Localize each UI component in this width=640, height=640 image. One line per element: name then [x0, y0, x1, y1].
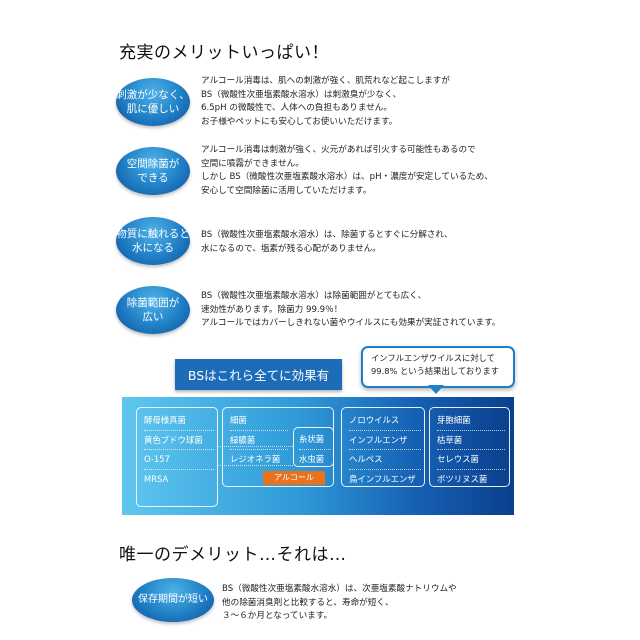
alcohol-tag: アルコール	[263, 471, 325, 485]
organism-item: ヘルペス	[349, 450, 421, 470]
organism-group-box	[429, 407, 510, 487]
badge-line: できる	[137, 172, 169, 184]
badge-line: 空間除菌が	[126, 158, 180, 170]
organism-panel	[122, 397, 514, 515]
organism-item: ノロウイルス	[349, 411, 421, 431]
desc-line: 水になるので、塩素が残る心配がありません。	[201, 243, 381, 254]
organism-list-2: 細菌 緑膿菌 レジオネラ菌	[230, 411, 288, 469]
desc-line: BS（微酸性次亜塩素酸水溶水）は、除菌するとすぐに分解され、	[201, 230, 453, 240]
demerit-badge: 保存期間が短い	[132, 578, 214, 622]
organism-item: レジオネラ菌	[230, 454, 281, 464]
desc-line: アルコール消毒は、肌への刺激が強く、肌荒れなど起こしますが	[201, 76, 450, 86]
badge-line: 保存期間が短い	[138, 594, 208, 605]
desc-line: 速効性があります。除菌力 99.9％！	[201, 304, 343, 315]
desc-line: 6.5pH の微酸性で、人体への負担もありません。	[201, 103, 392, 113]
organism-item: MRSA	[144, 473, 169, 484]
badge-line: 広い	[142, 311, 164, 323]
organism-item: O-157	[144, 450, 214, 470]
desc-line: アルコールではカバーしきれない菌やウイルスにも効果が実証されています。	[201, 318, 501, 328]
organism-item: 緑膿菌	[230, 431, 288, 450]
organism-group-box	[293, 427, 334, 467]
callout-line: インフルエンザウイルスに対して	[371, 353, 495, 363]
demerit-heading: 唯一のデメリット…それは…	[119, 545, 347, 565]
badge-line: 物質に触れると	[116, 228, 190, 240]
organism-item: 芽胞細菌	[437, 411, 505, 431]
organism-item: 糸状菌	[299, 430, 331, 450]
badge-line: 水になる	[132, 242, 174, 254]
organism-item: セレウス菌	[437, 450, 505, 470]
badge-line: 除菌範囲が	[126, 297, 180, 309]
organism-list-5: 芽胞細菌 枯草菌 セレウス菌 ボツリヌス菌	[437, 411, 505, 488]
merit-badge-gentle: 刺激が少なく、肌に優しい	[116, 78, 190, 126]
connector-line	[218, 446, 293, 447]
desc-line: 他の除菌消臭剤と比較すると、寿命が短く、	[222, 597, 394, 608]
merit-desc-gentle: アルコール消毒は、肌への刺激が強く、肌荒れなど起こしますが BS（微酸性次亜塩素…	[201, 75, 450, 129]
desc-line: BS（微酸性次亜塩素酸水溶水）は、次亜塩素酸ナトリウムや	[222, 584, 457, 594]
merit-badge-range: 除菌範囲が広い	[116, 286, 190, 334]
organism-item: 細菌	[230, 411, 288, 431]
organism-item: 酵母様真菌	[144, 411, 214, 431]
effective-banner: BSはこれら全てに効果有	[175, 359, 342, 390]
merit-badge-water: 物質に触れると水になる	[116, 217, 190, 265]
desc-line: 安心して空間除菌に活用していただけます。	[201, 185, 372, 196]
desc-line: 空間に噴霧ができません。	[201, 158, 304, 169]
page-heading: 充実のメリットいっぱい！	[119, 43, 329, 63]
badge-line: 刺激が少なく、	[116, 89, 190, 101]
organism-item: 枯草菌	[437, 431, 505, 450]
connector-line	[218, 465, 293, 466]
organism-item: ボツリヌス菌	[437, 473, 488, 484]
desc-line: アルコール消毒は刺激が強く、火元があれば引火する可能性もあるので	[201, 145, 476, 155]
organism-item: 水虫菌	[299, 453, 325, 464]
organism-item: 鳥インフルエンザ	[349, 473, 416, 484]
callout-line: 99.8% という結果出しております	[371, 366, 500, 376]
organism-list-1: 酵母様真菌 黄色ブドウ球菌 O-157 MRSA	[144, 411, 214, 488]
merit-desc-range: BS（微酸性次亜塩素酸水溶水）は除菌範囲がとても広く、 速効性があります。除菌力…	[201, 290, 500, 331]
organism-group-box	[136, 407, 218, 507]
desc-line: ３〜６か月となっています。	[222, 611, 333, 621]
desc-line: BS（微酸性次亜塩素酸水溶水）は除菌範囲がとても広く、	[201, 291, 427, 301]
desc-line: しかし BS（微酸性次亜塩素酸水溶水）は、pH・濃度が安定しているため、	[201, 172, 493, 182]
organism-list-4: ノロウイルス インフルエンザ ヘルペス 鳥インフルエンザ	[349, 411, 421, 488]
badge-line: 肌に優しい	[126, 103, 180, 115]
organism-group-box	[341, 407, 425, 487]
merit-desc-space: アルコール消毒は刺激が強く、火元があれば引火する可能性もあるので 空間に噴霧がで…	[201, 144, 493, 198]
merit-badge-space: 空間除菌ができる	[116, 147, 190, 195]
merit-desc-water: BS（微酸性次亜塩素酸水溶水）は、除菌するとすぐに分解され、 水になるので、塩素…	[201, 229, 453, 256]
influenza-callout: インフルエンザウイルスに対して 99.8% という結果出しております	[361, 346, 515, 388]
organism-list-3: 糸状菌 水虫菌	[299, 430, 331, 468]
desc-line: BS（微酸性次亜塩素酸水溶水）は刺激臭が少なく、	[201, 89, 402, 100]
organism-item: 黄色ブドウ球菌	[144, 431, 214, 450]
callout-pointer	[428, 385, 444, 394]
demerit-desc: BS（微酸性次亜塩素酸水溶水）は、次亜塩素酸ナトリウムや 他の除菌消臭剤と比較す…	[222, 583, 457, 624]
desc-line: お子様やペットにも安心してお使いいただけます。	[201, 116, 398, 127]
organism-item: インフルエンザ	[349, 431, 421, 450]
